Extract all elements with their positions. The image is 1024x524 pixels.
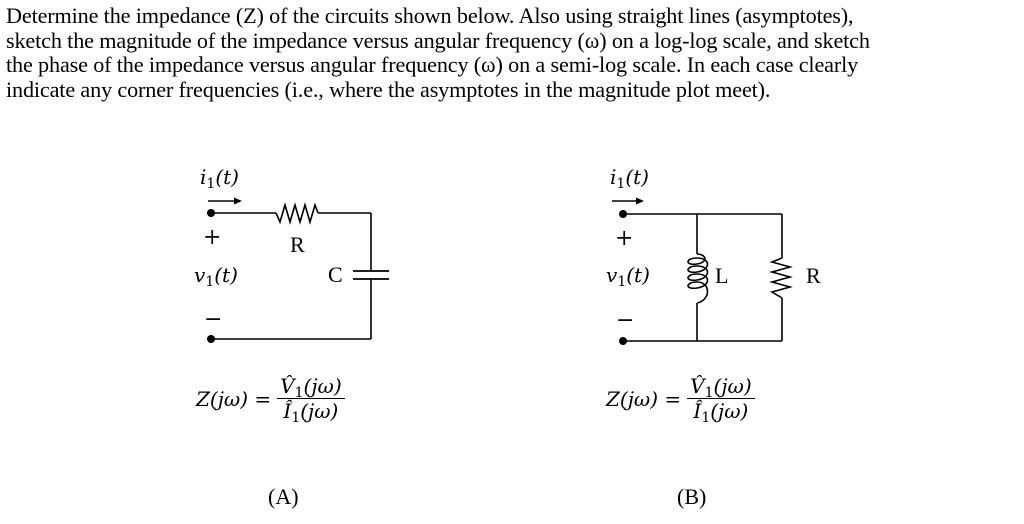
numerator-subscript: 1 xyxy=(704,385,714,401)
current-subscript: 1 xyxy=(206,176,216,192)
problem-line-2: sketch the magnitude of the impedance ve… xyxy=(6,27,870,53)
current-argument: (t) xyxy=(625,165,649,189)
circuit-b-impedance-formula: Z(jω) = V̂1(jω) Î1(jω) xyxy=(606,374,755,426)
voltage-symbol: v xyxy=(606,263,618,287)
circuit-a-resistor-icon xyxy=(275,202,319,225)
circuit-a-current-arrow-icon xyxy=(208,197,242,205)
circuit-b-minus-sign: − xyxy=(616,308,635,333)
formula-numerator: V̂1(jω) xyxy=(687,374,755,401)
circuit-a-bottom-terminal-icon xyxy=(207,335,215,343)
voltage-symbol: v xyxy=(194,263,206,287)
circuit-b-bottom-terminal-icon xyxy=(619,337,627,345)
voltage-subscript: 1 xyxy=(205,274,215,290)
circuit-a-wiring xyxy=(207,197,389,343)
circuit-a-capacitor-label: C xyxy=(328,262,343,287)
problem-line-1: Determine the impedance (Z) of the circu… xyxy=(6,3,854,28)
denominator-symbol: Î xyxy=(283,399,292,423)
circuit-a-capacitor-icon xyxy=(353,270,389,280)
formula-denominator: Î1(jω) xyxy=(687,398,755,426)
current-symbol: i xyxy=(610,165,617,189)
circuit-a-impedance-formula: Z(jω) = V̂1(jω) Î1(jω) xyxy=(196,374,345,426)
circuit-a-top-terminal-icon xyxy=(207,209,215,217)
denominator-subscript: 1 xyxy=(291,410,301,426)
circuit-b-wiring xyxy=(612,197,793,345)
current-symbol: i xyxy=(200,165,207,189)
formula-numerator: V̂1(jω) xyxy=(277,374,345,401)
formula-lhs: Z(jω) = xyxy=(196,386,272,411)
voltage-subscript: 1 xyxy=(617,274,627,290)
numerator-symbol: V̂ xyxy=(690,374,705,398)
problem-line-4: indicate any corner frequencies (i.e., w… xyxy=(6,76,771,102)
circuit-b-inductor-label: L xyxy=(715,263,729,288)
circuit-a-voltage-label: v1(t) xyxy=(194,263,238,290)
numerator-argument: (jω) xyxy=(303,374,342,398)
numerator-argument: (jω) xyxy=(713,374,752,398)
circuit-b-resistor-label: R xyxy=(806,263,821,288)
formula-fraction: V̂1(jω) Î1(jω) xyxy=(277,374,345,426)
circuit-b-caption: (B) xyxy=(677,484,707,509)
circuit-a-plus-sign: + xyxy=(203,225,222,250)
formula-lhs: Z(jω) = xyxy=(606,386,682,411)
problem-line-3: the phase of the impedance versus angula… xyxy=(6,52,859,77)
denominator-argument: (jω) xyxy=(710,399,749,423)
circuit-b-current-arrow-icon xyxy=(612,197,644,205)
formula-fraction: V̂1(jω) Î1(jω) xyxy=(687,374,755,426)
circuit-a-current-label: i1(t) xyxy=(200,165,239,192)
numerator-subscript: 1 xyxy=(294,385,304,401)
voltage-argument: (t) xyxy=(626,263,650,287)
circuit-a-minus-sign: − xyxy=(204,307,223,332)
circuit-a-resistor-label: R xyxy=(290,232,305,257)
numerator-symbol: V̂ xyxy=(280,374,295,398)
circuit-b-plus-sign: + xyxy=(615,226,634,251)
voltage-argument: (t) xyxy=(214,263,238,287)
circuit-b-resistor-icon xyxy=(769,257,793,299)
circuit-b-top-terminal-icon xyxy=(619,210,627,218)
denominator-symbol: Î xyxy=(693,399,702,423)
formula-denominator: Î1(jω) xyxy=(277,398,345,426)
current-argument: (t) xyxy=(215,165,239,189)
denominator-argument: (jω) xyxy=(300,399,339,423)
problem-statement: Determine the impedance (Z) of the circu… xyxy=(6,3,1020,102)
circuit-b-inductor-icon xyxy=(687,253,709,304)
circuit-a-caption: (A) xyxy=(268,484,299,509)
circuit-b-voltage-label: v1(t) xyxy=(606,263,650,290)
current-subscript: 1 xyxy=(616,176,626,192)
circuit-b-current-label: i1(t) xyxy=(610,165,649,192)
denominator-subscript: 1 xyxy=(701,410,711,426)
